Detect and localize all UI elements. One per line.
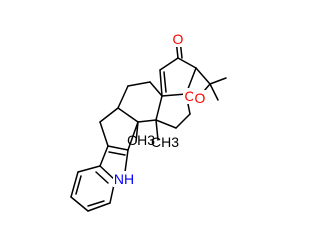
ether-oxygen-label-a: O xyxy=(185,88,196,104)
indole-nh-label: NH xyxy=(114,171,134,187)
ether-oxygen-label-b: O xyxy=(195,90,206,106)
methyl-label-2: CH3 xyxy=(151,134,179,150)
ketone-oxygen-label: O xyxy=(173,31,184,47)
methyl-label-1: CH3 xyxy=(127,132,155,148)
bond-skeleton xyxy=(70,39,227,212)
molecule-structure: O O O NH CH3 CH3 xyxy=(70,31,227,212)
atom-labels: O O O NH CH3 CH3 xyxy=(113,31,207,187)
